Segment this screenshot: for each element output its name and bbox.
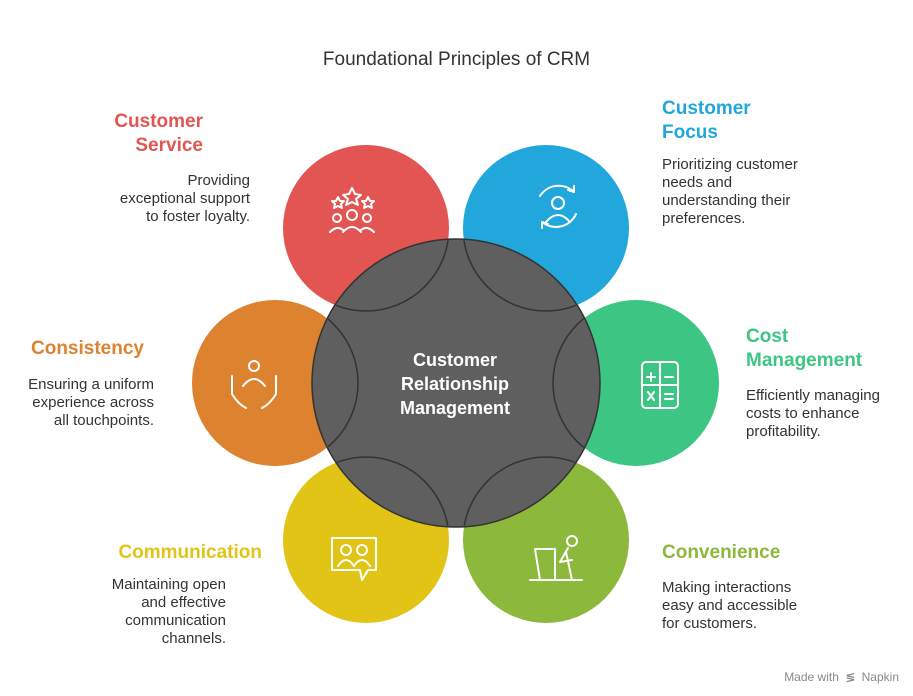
- person-counter-icon: [529, 535, 583, 581]
- heading-line: Cost: [746, 326, 789, 347]
- cost-management-heading: Cost Management: [746, 325, 906, 373]
- center-circle: [311, 238, 601, 528]
- description-line: costs to enhance: [746, 405, 860, 422]
- convenience-heading: Convenience: [662, 541, 862, 565]
- overlap-arcs: [313, 240, 599, 526]
- stars-team-icon: [329, 187, 375, 233]
- description-line: needs and: [662, 174, 733, 191]
- communication-description: Maintaining open and effective communica…: [60, 576, 226, 648]
- hands-person-icon: [231, 360, 277, 409]
- description-line: channels.: [161, 630, 226, 647]
- customer-service-heading: Customer Service: [60, 110, 203, 158]
- description-line: to foster loyalty.: [146, 208, 250, 225]
- description-line: Ensuring a uniform: [28, 376, 154, 393]
- cost-management-description: Efficiently managing costs to enhance pr…: [746, 387, 906, 441]
- chat-people-icon: [331, 537, 377, 581]
- communication-heading: Communication: [60, 541, 262, 565]
- convenience-description: Making interactions easy and accessible …: [662, 579, 862, 633]
- heading-line: Service: [135, 135, 203, 156]
- description-line: Maintaining open: [111, 576, 226, 593]
- description-line: experience across: [32, 394, 154, 411]
- credit-brand: Napkin: [861, 670, 899, 684]
- description-line: Prioritizing customer: [662, 156, 798, 173]
- made-with-credit[interactable]: Made with ≶ Napkin: [784, 670, 899, 684]
- description-line: Providing: [187, 172, 250, 189]
- heading-line: Customer: [114, 111, 203, 132]
- description-line: all touchpoints.: [53, 412, 154, 429]
- heading-line: Management: [746, 350, 863, 371]
- description-line: Making interactions: [662, 579, 792, 596]
- heading-line: Customer: [662, 98, 751, 119]
- description-line: communication: [125, 612, 226, 629]
- credit-prefix: Made with: [784, 670, 839, 684]
- customer-focus-heading: Customer Focus: [662, 97, 862, 145]
- consistency-description: Ensuring a uniform experience across all…: [10, 376, 154, 430]
- customer-focus-description: Prioritizing customer needs and understa…: [662, 156, 862, 228]
- description-line: Efficiently managing: [746, 387, 880, 404]
- heading-line: Consistency: [31, 338, 144, 359]
- description-line: preferences.: [662, 210, 746, 227]
- calculator-icon: [641, 361, 679, 409]
- description-line: exceptional support: [119, 190, 250, 207]
- center-line-2: Relationship: [400, 374, 509, 394]
- center-line-1: Customer: [412, 350, 497, 370]
- description-line: profitability.: [746, 423, 821, 440]
- description-line: for customers.: [662, 615, 758, 632]
- napkin-logo-icon: ≶: [845, 670, 856, 684]
- customer-cycle-icon: [539, 184, 577, 229]
- heading-line: Convenience: [662, 542, 781, 563]
- heading-line: Communication: [118, 542, 262, 563]
- customer-service-description: Providing exceptional support to foster …: [60, 172, 250, 226]
- description-line: understanding their: [662, 192, 791, 209]
- center-line-3: Management: [399, 398, 511, 418]
- consistency-heading: Consistency: [31, 337, 191, 361]
- description-line: and effective: [141, 594, 226, 611]
- center-label: Customer Relationship Management: [365, 348, 545, 420]
- description-line: easy and accessible: [662, 597, 798, 614]
- heading-line: Focus: [662, 122, 718, 143]
- diagram-title: Foundational Principles of CRM: [322, 49, 591, 70]
